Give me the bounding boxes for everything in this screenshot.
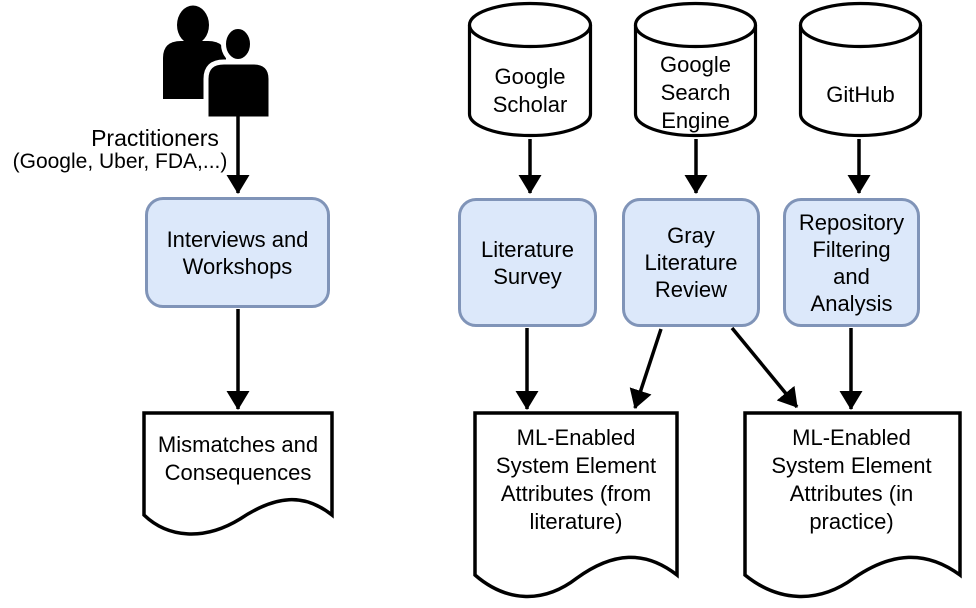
database-github xyxy=(798,1,923,138)
process-repository-filtering-label: Repository Filtering and Analysis xyxy=(798,209,905,316)
process-interviews-workshops-label: Interviews and Workshops xyxy=(166,226,309,279)
database-github-label: GitHub xyxy=(826,82,895,107)
document-attributes-in-practice xyxy=(743,411,962,599)
database-google-scholar xyxy=(467,1,593,138)
document-mismatches-label: Mismatches and Consequences xyxy=(157,432,319,485)
practitioners-label: Practitioners xyxy=(91,125,219,151)
document-attributes-from-literature xyxy=(473,411,679,599)
database-google-search-engine xyxy=(633,1,758,138)
process-gray-literature-review-label: Gray Literature Review xyxy=(644,223,738,302)
process-interviews-workshops: Interviews and Workshops xyxy=(145,197,330,308)
process-literature-survey-label: Literature Survey xyxy=(481,236,574,289)
document-attributes-from-literature-label: ML-Enabled System Element Attributes (fr… xyxy=(495,425,657,534)
arrow-graylit-to-literature-doc xyxy=(629,328,663,409)
process-literature-survey: Literature Survey xyxy=(458,198,597,327)
document-attributes-in-practice-label: ML-Enabled System Element Attributes (in… xyxy=(771,425,932,534)
process-repository-filtering: Repository Filtering and Analysis xyxy=(783,198,920,327)
practitioners-sublabel: (Google, Uber, FDA,...) xyxy=(12,150,228,173)
arrow-graylit-to-practice-doc xyxy=(730,326,799,409)
document-mismatches xyxy=(142,411,334,536)
practitioners-people-icon xyxy=(163,5,274,121)
database-google-scholar-label: Google Scholar xyxy=(492,64,568,117)
process-gray-literature-review: Gray Literature Review xyxy=(622,198,760,327)
database-google-search-engine-label: Google Search Engine xyxy=(660,52,731,133)
